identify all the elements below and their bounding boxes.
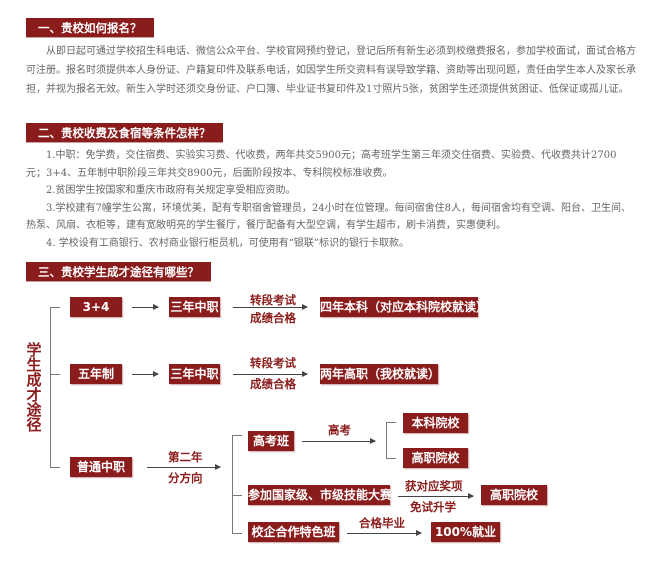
condition-label: 分方向 xyxy=(168,471,203,485)
condition-label: 高考 xyxy=(328,423,351,437)
bracket-line xyxy=(386,422,387,459)
two-year-vocational-box: 两年高职（我校就读） xyxy=(320,364,440,384)
paragraph: 4. 学校设有工商银行、农村商业银行柜员机，可使用有“银联”标识的银行卡取款。 xyxy=(46,237,409,249)
condition-label: 成绩合格 xyxy=(250,311,296,325)
bracket-line xyxy=(386,422,396,423)
bracket-line xyxy=(232,495,242,496)
bracket-line xyxy=(232,533,242,534)
condition-label: 转段考试 xyxy=(250,356,296,370)
section-2-header: 二、贵校收费及食宿等条件怎样？ xyxy=(26,123,223,143)
bracket-line xyxy=(232,435,233,533)
arrow xyxy=(302,438,376,444)
vocational-college-box: 高职院校 xyxy=(481,485,547,505)
bachelor-college-box: 本科院校 xyxy=(403,413,468,433)
arrow xyxy=(132,304,159,310)
bracket-line xyxy=(232,435,242,436)
diagram-root-label: 学生成才途径 xyxy=(26,341,42,434)
arrow xyxy=(398,493,474,499)
bracket-line xyxy=(50,307,60,308)
paragraph: 1.中职：免学费，交住宿费、实验实习费、代收费，两年共交5900元；高考班学生第… xyxy=(26,150,617,179)
condition-label: 成绩合格 xyxy=(250,377,296,391)
section-1-body: 从即日起可通过学校招生科电话、微信公众平台、学校官网预约登记，登记后所有新生必须… xyxy=(26,42,636,99)
section-3-header: 三、贵校学生成才途径有哪些？ xyxy=(26,262,211,282)
regular-vocational-box: 普通中职 xyxy=(70,457,132,477)
paragraph: 从即日起可通过学校招生科电话、微信公众平台、学校官网预约登记，登记后所有新生必须… xyxy=(26,46,636,95)
three-year-box: 三年中职 xyxy=(169,364,220,384)
school-enterprise-class-box: 校企合作特色班 xyxy=(248,522,339,542)
bracket-line xyxy=(386,458,396,459)
condition-label: 免试升学 xyxy=(410,500,456,514)
arrow xyxy=(132,371,159,377)
condition-label: 获对应奖项 xyxy=(405,479,463,493)
four-year-bachelor-box: 四年本科（对应本科院校就读） xyxy=(320,297,488,317)
paragraph: 2.贫困学生按国家和重庆市政府有关规定享受相应资助。 xyxy=(46,185,296,196)
condition-label: 第二年 xyxy=(168,450,203,464)
condition-label: 合格毕业 xyxy=(359,516,405,530)
bracket-line xyxy=(50,374,60,375)
five-year-box: 五年制 xyxy=(70,364,122,384)
paragraph: 3.学校建有7幢学生公寓，环境优美，配有专职宿舍管理员，24小时在位管理。每间宿… xyxy=(26,202,631,232)
section-2-body: 1.中职：免学费，交住宿费、实验实习费、代收费，两年共交5900元；高考班学生第… xyxy=(26,147,636,252)
condition-label: 转段考试 xyxy=(250,293,296,307)
skills-competition-box: 参加国家级、市级技能大赛 xyxy=(248,485,392,505)
arrow xyxy=(233,371,308,377)
arrow xyxy=(233,304,308,310)
bracket-line xyxy=(50,467,60,468)
bracket-line xyxy=(50,307,51,467)
vocational-college-box: 高职院校 xyxy=(403,448,468,468)
section-1-header: 一、贵校如何报名？ xyxy=(26,18,154,38)
employment-box: 100%就业 xyxy=(431,522,500,542)
path-3plus4-box: 3+4 xyxy=(70,297,122,317)
gaokao-class-box: 高考班 xyxy=(248,431,294,451)
arrow xyxy=(147,464,221,470)
arrow xyxy=(347,530,422,536)
three-year-box: 三年中职 xyxy=(169,297,220,317)
